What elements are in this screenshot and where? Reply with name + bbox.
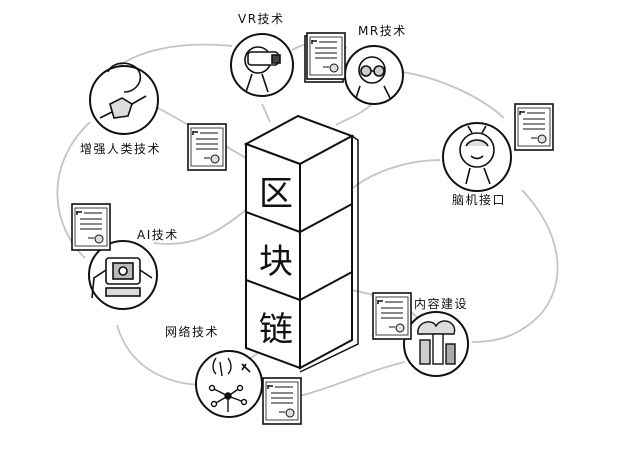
vr-node <box>230 33 344 97</box>
mr-glasses-person-icon <box>355 56 391 99</box>
network-node <box>195 350 302 425</box>
mr-label: MR技术 <box>358 24 407 38</box>
tower-char-3: 链 <box>259 310 293 350</box>
robot-icon <box>91 257 153 299</box>
network-antenna-icon <box>208 357 251 412</box>
bci-label: 脑机接口 <box>452 193 507 207</box>
enhanced-human-label: 增强人类技术 <box>80 142 162 156</box>
cyborg-hand-icon <box>99 62 147 119</box>
ai-label: AI技术 <box>137 228 179 242</box>
ai-document-icon <box>71 203 111 251</box>
ai-node <box>71 203 158 310</box>
vr-label: VR技术 <box>238 12 285 26</box>
enhanced-document-icon <box>187 123 227 171</box>
network-label: 网络技术 <box>165 325 220 339</box>
enhanced-human-node <box>89 62 227 171</box>
blockchain-tower: 区 块 链 <box>243 114 359 373</box>
network-document-icon <box>262 377 302 425</box>
brain-head-icon <box>459 125 495 185</box>
vr-headset-person-icon <box>244 46 281 93</box>
content-node <box>372 292 469 377</box>
mr-node <box>306 32 404 105</box>
bci-node <box>442 103 554 192</box>
tower-char-2: 块 <box>259 242 293 282</box>
city-cloud-icon <box>417 320 456 365</box>
tower-char-1: 区 <box>259 174 293 214</box>
content-label: 内容建设 <box>414 297 469 311</box>
mr-document-icon <box>306 32 346 80</box>
content-document-icon <box>372 292 412 340</box>
bci-document-icon <box>514 103 554 151</box>
